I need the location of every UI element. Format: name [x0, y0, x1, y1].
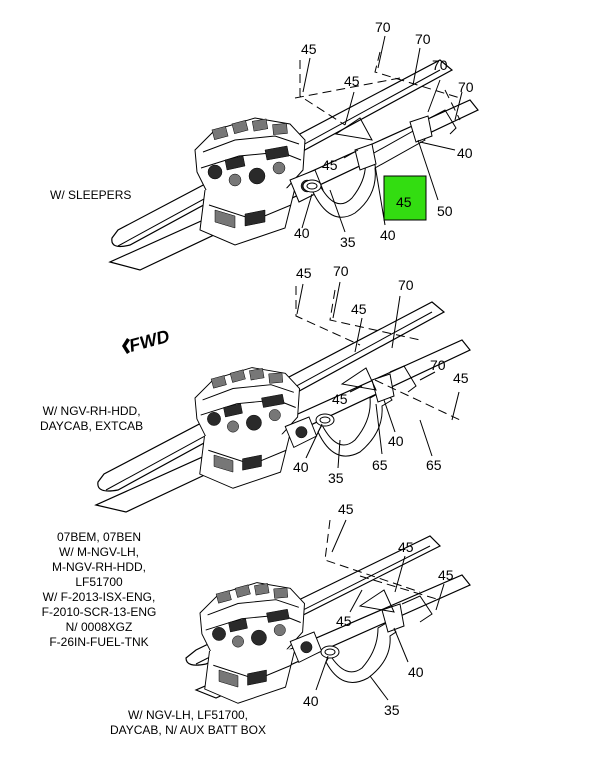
caption-line: 07BEM, 07BEN — [56, 530, 142, 544]
fwd-label: FWD — [127, 326, 172, 356]
caption-line: DAYCAB, EXTCAB — [40, 419, 144, 433]
fwd-indicator: FWD — [122, 326, 172, 356]
callout-label: 40 — [303, 693, 319, 709]
exhaust-clamp — [409, 115, 433, 143]
view-caption: W/ NGV-LH, LF51700, DAYCAB, N/ AUX BATT … — [108, 708, 268, 738]
callout-label: 70 — [333, 263, 349, 279]
callout-label: 70 — [398, 277, 414, 293]
callout-label: 70 — [375, 19, 391, 35]
callout-label: 45 — [322, 157, 338, 173]
callout-label-highlighted: 45 — [396, 194, 412, 210]
callout-label: 35 — [340, 234, 356, 250]
view-caption: 07BEM, 07BEN W/ M-NGV-LH, M-NGV-RH-HDD, … — [36, 530, 162, 650]
highlight-box — [383, 175, 427, 221]
callout-label: 35 — [328, 470, 344, 486]
caption-line: M-NGV-RH-HDD, — [52, 560, 146, 574]
callout-label: 45 — [338, 501, 354, 517]
callout-label: 40 — [294, 225, 310, 241]
exhaust-tube — [317, 389, 393, 457]
caption-line: W/ M-NGV-LH, — [59, 545, 139, 559]
exhaust-clamp — [354, 143, 377, 171]
callout-label: 40 — [380, 227, 396, 243]
callout-label: 40 — [388, 433, 404, 449]
caption-line: N/ 0008XGZ — [65, 620, 133, 634]
callout-label: 45 — [398, 539, 414, 555]
callout-label: 45 — [332, 391, 348, 407]
callout-label: 50 — [437, 203, 453, 219]
callout-label: 70 — [415, 31, 431, 47]
callout-label: 70 — [430, 357, 446, 373]
callout-label: 45 — [351, 301, 367, 317]
caption-line: F-2010-SCR-13-ENG — [41, 605, 157, 619]
view-caption: W/ NGV-RH-HDD, DAYCAB, EXTCAB — [40, 404, 143, 434]
callout-label: 40 — [293, 459, 309, 475]
caption-line: W/ NGV-LH, LF51700, — [127, 708, 249, 722]
callout-label: 70 — [432, 57, 448, 73]
view-caption: W/ SLEEPERS — [50, 188, 131, 203]
callout-label: 45 — [296, 265, 312, 281]
view-ngv-rh-hdd: 45 70 70 45 70 45 45 40 65 65 40 35 — [94, 263, 471, 513]
callout-label: 45 — [344, 73, 360, 89]
callout-label: 45 — [438, 567, 454, 583]
callout-label: 45 — [336, 613, 352, 629]
callout-label: 65 — [372, 457, 388, 473]
caption-line: DAYCAB, N/ AUX BATT BOX — [109, 723, 267, 737]
callout-label: 65 — [426, 457, 442, 473]
caption-line: LF51700 — [75, 575, 123, 589]
callout-label: 40 — [408, 664, 424, 680]
caption-line: W/ SLEEPERS — [50, 188, 132, 202]
caption-line: F-26IN-FUEL-TNK — [49, 635, 149, 649]
callout-label: 40 — [457, 145, 473, 161]
callout-label: 70 — [458, 79, 474, 95]
caption-line: W/ NGV-RH-HDD, — [42, 404, 141, 418]
caption-line: W/ F-2013-ISX-ENG, — [42, 590, 156, 604]
view-ngv-lh: 45 45 45 45 40 40 35 — [185, 501, 471, 718]
view-sleepers: 45 70 70 45 70 70 45 40 45 50 40 35 40 — [108, 19, 479, 271]
callout-label: 45 — [301, 41, 317, 57]
callout-label: 45 — [453, 370, 469, 386]
callout-label: 35 — [384, 702, 400, 718]
